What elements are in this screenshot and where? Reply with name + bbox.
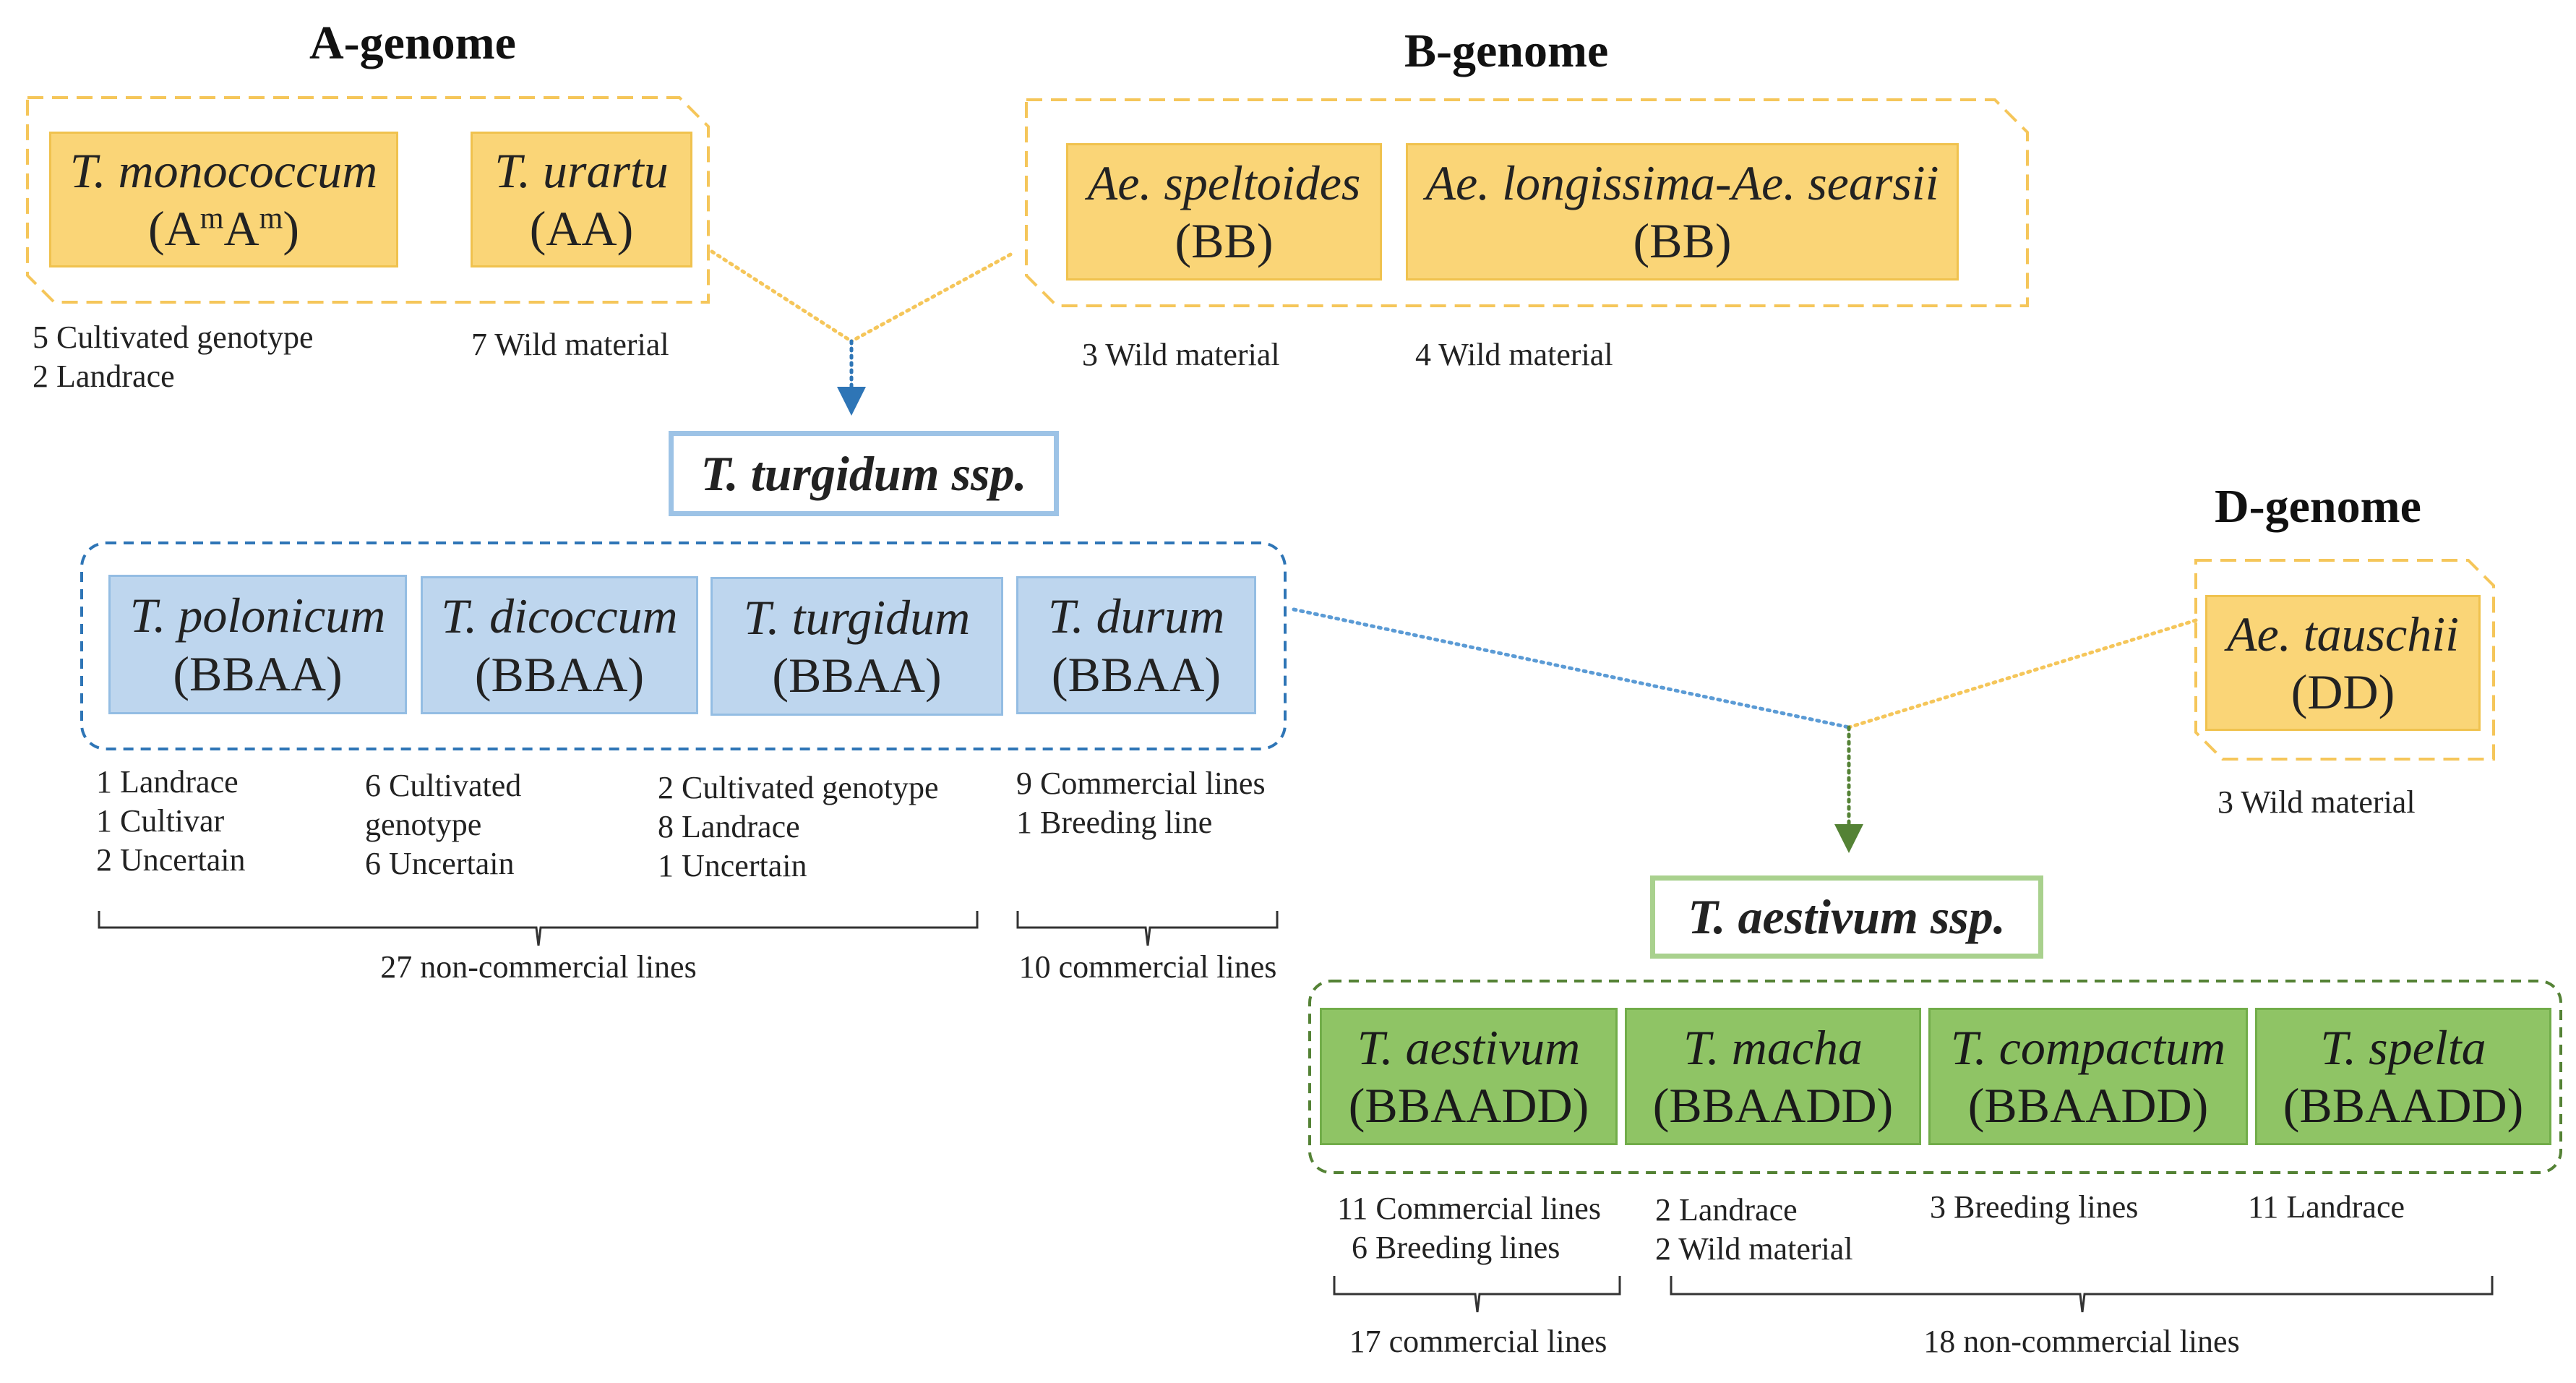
species-box-t-urartu: T. urartu (AA) bbox=[471, 132, 692, 267]
note-line: 6 Breeding lines bbox=[1352, 1230, 1560, 1265]
species-box-t-polonicum: T. polonicum (BBAA) bbox=[108, 575, 407, 714]
note-line: 1 Landrace bbox=[96, 764, 239, 800]
species-box-ae-longissima-ae-searsii: Ae. longissima-Ae. searsii (BB) bbox=[1406, 143, 1959, 281]
note-line: 6 Cultivated bbox=[365, 768, 522, 803]
d-genome-group-outline bbox=[2194, 559, 2495, 761]
species-box-t-monococcum: T. monococcum (AmAm) bbox=[49, 132, 398, 267]
link-b-to-junction bbox=[849, 252, 1013, 343]
notes-t-macha: 2 Landrace 2 Wild material bbox=[1655, 1191, 1853, 1269]
species-name: T. monococcum bbox=[69, 142, 378, 198]
species-name: T. turgidum bbox=[743, 589, 971, 645]
species-genome: (BB) bbox=[1175, 213, 1274, 268]
species-genome: (BBAADD) bbox=[2283, 1078, 2524, 1133]
species-name: T. macha bbox=[1683, 1019, 1863, 1075]
b-genome-group-outline bbox=[1025, 98, 2029, 307]
species-name: T. aestivum bbox=[1357, 1019, 1581, 1075]
a-genome-title: A-genome bbox=[309, 17, 516, 69]
species-box-t-durum: T. durum (BBAA) bbox=[1016, 576, 1256, 714]
note-line: 4 Wild material bbox=[1415, 337, 1613, 372]
note-line: genotype bbox=[365, 807, 482, 842]
notes-t-urartu: 7 Wild material bbox=[471, 325, 669, 364]
notes-ae-tauschii: 3 Wild material bbox=[2217, 783, 2416, 822]
species-box-t-macha: T. macha (BBAADD) bbox=[1625, 1008, 1921, 1145]
species-name: T. polonicum bbox=[129, 588, 386, 643]
species-box-t-dicoccum: T. dicoccum (BBAA) bbox=[421, 576, 698, 714]
note-line: 3 Wild material bbox=[1082, 337, 1280, 372]
species-name: T. spelta bbox=[2320, 1019, 2486, 1075]
species-box-t-turgidum: T. turgidum (BBAA) bbox=[710, 577, 1003, 716]
turgidum-commercial-total: 10 commercial lines bbox=[1018, 949, 1277, 985]
note-line: 3 Breeding lines bbox=[1930, 1189, 2139, 1225]
species-genome: (BBAA) bbox=[173, 646, 343, 701]
note-line: 7 Wild material bbox=[471, 327, 669, 362]
brace-commercial-turgidum bbox=[1016, 911, 1279, 946]
notes-t-aestivum: 11 Commercial lines 6 Breeding lines bbox=[1337, 1189, 1601, 1267]
notes-ae-speltoides: 3 Wild material bbox=[1082, 335, 1280, 374]
species-name: Ae. speltoides bbox=[1087, 155, 1361, 210]
turgidum-subspecies-label: T. turgidum ssp. bbox=[669, 431, 1059, 516]
species-box-ae-speltoides: Ae. speltoides (BB) bbox=[1066, 143, 1382, 281]
note-line: 1 Uncertain bbox=[658, 848, 807, 883]
notes-t-compactum: 3 Breeding lines bbox=[1930, 1188, 2138, 1227]
species-genome: (BBAADD) bbox=[1967, 1078, 2209, 1133]
aestivum-non-commercial-total: 18 non-commercial lines bbox=[1923, 1324, 2240, 1359]
note-line: 2 Wild material bbox=[1655, 1231, 1853, 1267]
species-genome: (BB) bbox=[1633, 213, 1732, 268]
note-line: 6 Uncertain bbox=[365, 846, 515, 881]
note-line: 1 Cultivar bbox=[96, 803, 225, 839]
notes-t-monococcum: 5 Cultivated genotype 2 Landrace bbox=[33, 318, 314, 396]
notes-ae-longissima-ae-searsii: 4 Wild material bbox=[1415, 335, 1613, 374]
species-name: T. dicoccum bbox=[441, 588, 678, 644]
species-genome: (BBAADD) bbox=[1348, 1078, 1589, 1133]
notes-t-spelta: 11 Landrace bbox=[2248, 1188, 2405, 1227]
link-turgidum-to-junction bbox=[1292, 607, 1851, 729]
notes-t-dicoccum: 6 Cultivated genotype 6 Uncertain bbox=[365, 766, 521, 883]
notes-t-durum: 9 Commercial lines 1 Breeding line bbox=[1016, 764, 1266, 842]
d-genome-title: D-genome bbox=[2215, 480, 2421, 533]
note-line: 9 Commercial lines bbox=[1016, 766, 1266, 801]
note-line: 3 Wild material bbox=[2217, 784, 2416, 820]
note-line: 2 Landrace bbox=[1655, 1192, 1798, 1228]
note-line: 2 Uncertain bbox=[96, 842, 246, 878]
species-genome: (BBAA) bbox=[474, 646, 645, 702]
turgidum-non-commercial-total: 27 non-commercial lines bbox=[380, 949, 697, 985]
species-name: Ae. tauschii bbox=[2226, 606, 2460, 661]
brace-non-commercial-aestivum bbox=[1670, 1276, 2494, 1313]
b-genome-title: B-genome bbox=[1404, 25, 1609, 77]
species-name: T. compactum bbox=[1950, 1019, 2226, 1075]
brace-commercial-aestivum bbox=[1333, 1276, 1621, 1313]
species-genome: (BBAADD) bbox=[1652, 1078, 1894, 1133]
species-genome: (BBAA) bbox=[1051, 646, 1222, 702]
note-line: 2 Landrace bbox=[33, 359, 175, 394]
species-genome: (AA) bbox=[529, 201, 634, 256]
note-line: 5 Cultivated genotype bbox=[33, 320, 314, 355]
note-line: 11 Commercial lines bbox=[1337, 1191, 1601, 1226]
note-line: 2 Cultivated genotype bbox=[658, 770, 939, 805]
species-name: T. urartu bbox=[494, 142, 669, 198]
notes-t-polonicum: 1 Landrace 1 Cultivar 2 Uncertain bbox=[96, 763, 245, 880]
species-box-ae-tauschii: Ae. tauschii (DD) bbox=[2205, 595, 2481, 731]
species-name: Ae. longissima-Ae. searsii bbox=[1425, 155, 1939, 210]
turgidum-group-outline bbox=[80, 541, 1287, 750]
a-genome-group-outline bbox=[26, 96, 710, 304]
species-box-t-spelta: T. spelta (BBAADD) bbox=[2255, 1008, 2551, 1145]
link-a-to-junction bbox=[710, 249, 854, 343]
aestivum-subspecies-label: T. aestivum ssp. bbox=[1650, 875, 2043, 959]
species-genome: (DD) bbox=[2291, 664, 2395, 719]
species-genome: (AmAm) bbox=[147, 201, 300, 256]
species-name: T. durum bbox=[1047, 588, 1225, 644]
note-line: 1 Breeding line bbox=[1016, 805, 1213, 840]
species-box-t-compactum: T. compactum (BBAADD) bbox=[1928, 1008, 2248, 1145]
note-line: 8 Landrace bbox=[658, 809, 800, 844]
aestivum-commercial-total: 17 commercial lines bbox=[1349, 1324, 1607, 1359]
notes-t-turgidum: 2 Cultivated genotype 8 Landrace 1 Uncer… bbox=[658, 768, 939, 886]
species-genome: (BBAA) bbox=[772, 648, 942, 703]
note-line: 11 Landrace bbox=[2248, 1189, 2405, 1225]
species-box-t-aestivum: T. aestivum (BBAADD) bbox=[1320, 1008, 1618, 1145]
brace-non-commercial-turgidum bbox=[98, 911, 979, 946]
link-d-to-junction bbox=[1847, 618, 2198, 729]
